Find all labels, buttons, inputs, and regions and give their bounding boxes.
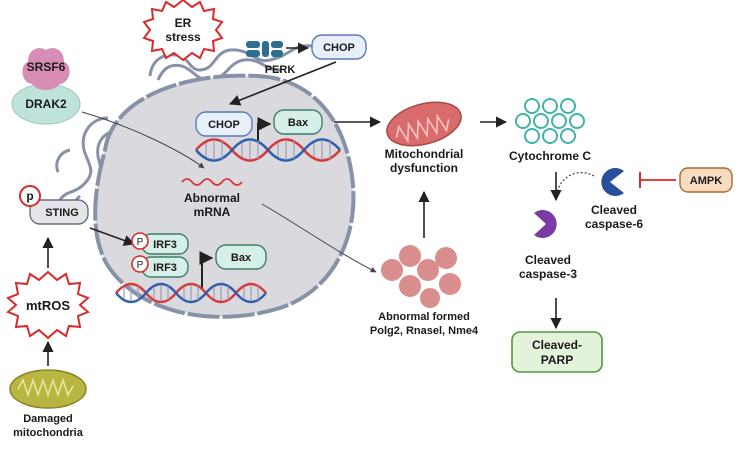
- irf3-label-a: IRF3: [153, 239, 177, 251]
- caspase6-label-line1: Cleaved: [591, 203, 637, 217]
- cleaved-parp-label-line2: PARP: [541, 353, 573, 367]
- ampk-label: AMPK: [690, 175, 722, 187]
- ampk-box: AMPK: [679, 167, 733, 193]
- dna-top: [195, 138, 341, 162]
- cytochrome-c-label: Cytochrome C: [509, 149, 591, 163]
- sting-complex: STING p: [19, 185, 89, 225]
- damaged-mito-label-line2: mitochondria: [13, 427, 84, 439]
- mtros-label: mtROS: [26, 298, 70, 313]
- caspase6-curve: [555, 172, 595, 197]
- srsf6-drak2-complex: DRAK2 SRSF6: [11, 48, 81, 125]
- bax-top-box: Bax: [273, 109, 323, 135]
- mitochondrial-dysfunction: Mitochondrial dysfunction: [385, 101, 464, 175]
- receptor-icon: [246, 41, 283, 57]
- chop-nuclear-label: CHOP: [208, 119, 240, 131]
- sting-label: STING: [45, 207, 79, 219]
- phospho-irf3-b: P: [137, 260, 144, 271]
- phospho-sting-label: p: [26, 189, 33, 203]
- pacman-enzyme-icon: [601, 168, 624, 196]
- arrow-sting-to-irf3: [89, 227, 136, 246]
- mitochondrion-icon: [386, 101, 462, 147]
- bax-bottom-label: Bax: [231, 252, 252, 264]
- mito-dysfunction-label-line1: Mitochondrial: [385, 147, 464, 161]
- er-stress-label-line2: stress: [165, 30, 201, 44]
- starburst-icon: [142, 0, 224, 62]
- double-helix-icon: [195, 138, 341, 162]
- er-stress-starburst: ER stress: [142, 0, 224, 62]
- mrna-strand: [181, 178, 243, 186]
- chop-top-label: CHOP: [323, 42, 355, 54]
- chop-nuclear-box: CHOP: [195, 111, 253, 137]
- chop-top-box: CHOP: [311, 34, 367, 60]
- srsf6-label: SRSF6: [27, 60, 66, 74]
- double-helix-icon: [115, 282, 267, 304]
- dna-bottom: [115, 282, 267, 304]
- damaged-mito-label-line1: Damaged: [23, 413, 73, 425]
- cleaved-parp-label-line1: Cleaved-: [532, 338, 582, 352]
- abnormal-mrna-label-line1: Abnormal: [184, 191, 240, 205]
- phospho-irf3-a: P: [137, 237, 144, 248]
- abnormal-mrna-label-line2: mRNA: [194, 205, 231, 219]
- mito-dysfunction-label-line2: dysfunction: [390, 161, 458, 175]
- promoter-arrow-bottom: [199, 251, 214, 290]
- hexagon-cluster-icon: [515, 98, 585, 144]
- cleaved-parp-box: Cleaved- PARP: [511, 331, 603, 373]
- mitochondrion-icon: [9, 369, 87, 409]
- starburst-icon: [6, 270, 90, 340]
- drak2-label: DRAK2: [25, 97, 67, 111]
- caspase3-label-line2: caspase-3: [519, 267, 577, 281]
- perk-receptor: PERK: [246, 41, 295, 76]
- perk-label: PERK: [265, 64, 296, 76]
- abnormal-formed-label-line2: Polg2, Rnasel, Nme4: [370, 325, 479, 337]
- mtros-starburst: mtROS: [6, 270, 90, 340]
- er-stress-label-line1: ER: [175, 16, 192, 30]
- caspase3-label-line1: Cleaved: [525, 253, 571, 267]
- damaged-mitochondrion: Damaged mitochondria: [9, 369, 87, 439]
- arrow-chop-to-nucleus: [228, 61, 337, 106]
- abnormal-protein-cluster: [381, 245, 461, 308]
- abnormal-formed-label-line1: Abnormal formed: [378, 311, 470, 323]
- cleaved-caspase-6: Cleaved caspase-6: [585, 168, 643, 231]
- bax-bottom-box: Bax: [215, 244, 267, 270]
- caspase6-label-line2: caspase-6: [585, 217, 643, 231]
- irf3-label-b: IRF3: [153, 262, 177, 274]
- bax-top-label: Bax: [288, 117, 309, 129]
- arrow-drak2-to-mrna: [81, 111, 205, 169]
- promoter-arrow-top: [257, 117, 272, 142]
- irf3-complex: IRF3 IRF3 P P: [131, 232, 189, 278]
- cytochrome-c: Cytochrome C: [509, 98, 591, 163]
- arrow-mrna-to-proteins: [261, 203, 377, 273]
- pacman-enzyme-icon: [534, 210, 557, 239]
- cleaved-caspase-3: Cleaved caspase-3: [519, 210, 577, 281]
